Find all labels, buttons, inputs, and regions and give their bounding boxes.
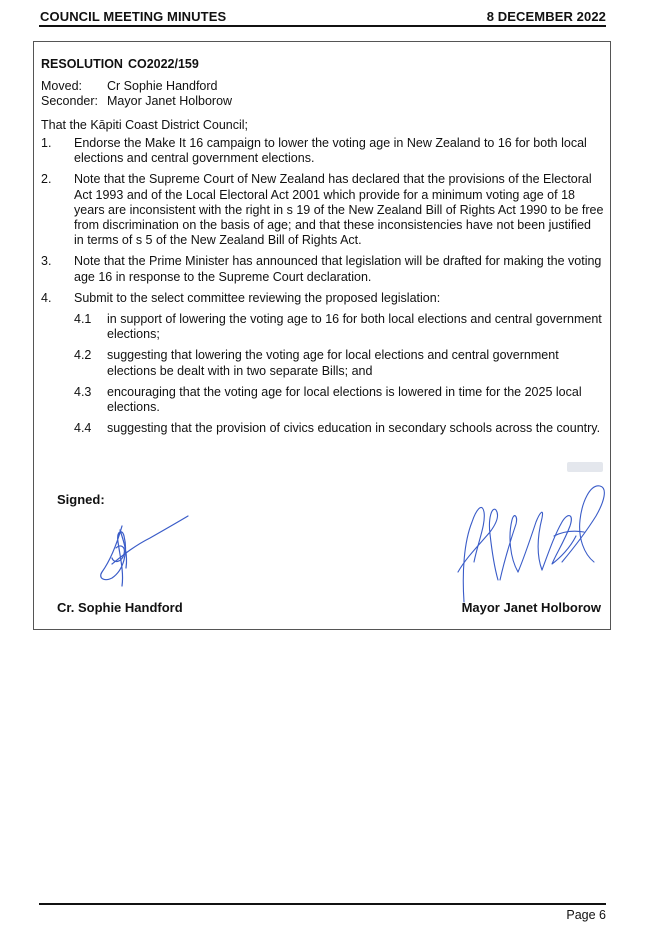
- resolution-number: CO2022/159: [127, 57, 199, 71]
- item-text: Submit to the select committee reviewing…: [74, 290, 441, 305]
- sub-item: 4.2 suggesting that lowering the voting …: [74, 348, 604, 378]
- resolution-intro: That the Kāpiti Coast District Council;: [41, 118, 249, 132]
- seconder-label: Seconder:: [41, 94, 98, 108]
- page-header: COUNCIL MEETING MINUTES 8 DECEMBER 2022: [40, 9, 606, 27]
- sub-item-number: 4.3: [74, 384, 92, 399]
- resolution-item: 4. Submit to the select committee review…: [41, 291, 604, 306]
- item-text: Endorse the Make It 16 campaign to lower…: [74, 136, 587, 166]
- meeting-date: 8 DECEMBER 2022: [486, 9, 606, 24]
- moved-row: Moved: Cr Sophie Handford: [41, 79, 217, 93]
- sub-item-text: suggesting that the provision of civics …: [107, 421, 601, 436]
- item-number: 1.: [41, 136, 52, 150]
- resolution-heading: RESOLUTION CO2022/159: [41, 57, 199, 71]
- resolution-item: 2. Note that the Supreme Court of New Ze…: [41, 172, 604, 248]
- stamp-mark: [567, 462, 603, 472]
- sub-items: 4.1 in support of lowering the voting ag…: [74, 312, 604, 436]
- document-title: COUNCIL MEETING MINUTES: [40, 9, 227, 24]
- item-text: Note that the Prime Minister has announc…: [74, 254, 602, 284]
- sub-item: 4.1 in support of lowering the voting ag…: [74, 312, 604, 342]
- resolution-item: 1. Endorse the Make It 16 campaign to lo…: [41, 136, 604, 166]
- sub-item: 4.4 suggesting that the provision of civ…: [74, 421, 604, 436]
- sub-item-text: in support of lowering the voting age to…: [107, 312, 602, 342]
- seconder-row: Seconder: Mayor Janet Holborow: [41, 94, 232, 108]
- page-number: Page 6: [566, 908, 606, 922]
- resolution-items: 1. Endorse the Make It 16 campaign to lo…: [41, 136, 604, 442]
- signature-right-image: [457, 485, 605, 603]
- signature-left-image: [100, 515, 189, 587]
- item-number: 2.: [41, 172, 52, 187]
- right-signatory-name: Mayor Janet Holborow: [461, 600, 601, 615]
- sub-item-number: 4.1: [74, 312, 92, 327]
- item-text: Note that the Supreme Court of New Zeala…: [74, 172, 604, 248]
- sub-item-number: 4.2: [74, 348, 92, 363]
- sub-item: 4.3 encouraging that the voting age for …: [74, 385, 604, 415]
- header-divider: [39, 25, 606, 27]
- sub-item-text: encouraging that the voting age for loca…: [107, 384, 582, 415]
- resolution-item: 3. Note that the Prime Minister has anno…: [41, 254, 604, 284]
- moved-by: Cr Sophie Handford: [107, 79, 218, 93]
- resolution-box: RESOLUTION CO2022/159 Moved: Cr Sophie Han…: [33, 41, 611, 630]
- left-signatory-name: Cr. Sophie Handford: [57, 600, 183, 615]
- footer-divider: [39, 903, 606, 905]
- signed-label: Signed:: [57, 492, 105, 507]
- item-number: 3.: [41, 254, 52, 269]
- seconder-name: Mayor Janet Holborow: [107, 94, 233, 108]
- item-number: 4.: [41, 290, 52, 305]
- sub-item-text: suggesting that lowering the voting age …: [107, 348, 559, 378]
- resolution-label: RESOLUTION: [41, 57, 123, 71]
- sub-item-number: 4.4: [74, 421, 92, 436]
- moved-label: Moved:: [41, 79, 82, 93]
